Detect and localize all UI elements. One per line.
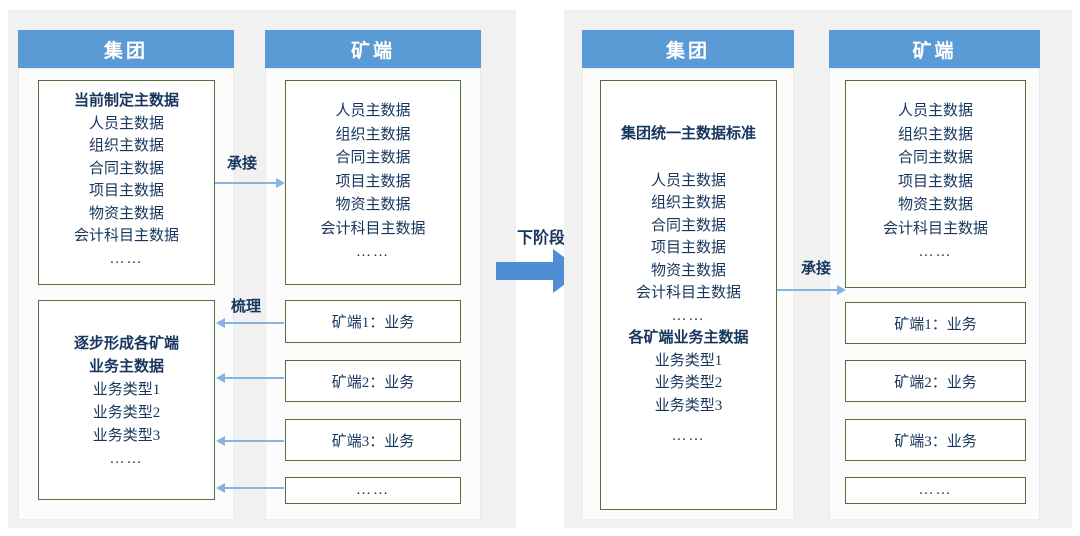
box-item: 业务类型3 [92,428,161,444]
box-item: 人员主数据 [897,103,973,119]
box-title: 业务主数据 [88,359,164,375]
current-master-data-box: 当前制定主数据 人员主数据 组织主数据 合同主数据 项目主数据 物资主数据 会计… [38,80,215,285]
box-item: 合同主数据 [88,160,164,177]
ellipsis-item: …… [671,428,706,444]
box-item: 组织主数据 [88,138,164,154]
box-item: 合同主数据 [335,150,411,166]
mine2-business-box: 矿端2：业务 [845,360,1026,402]
box-item: 业务类型2 [654,375,723,391]
box-item: 会计科目主数据 [635,285,741,301]
box-item: 合同主数据 [650,217,726,234]
box-item: 会计科目主数据 [73,228,179,244]
shuli-arrow-3 [216,436,284,446]
ellipsis-item: …… [109,451,144,467]
business-master-data-box: 逐步形成各矿端 业务主数据 业务类型1 业务类型2 业务类型3 …… [38,300,215,500]
box-item: 人员主数据 [335,103,411,119]
box-item: 物资主数据 [650,262,726,279]
mine2-business-box: 矿端2：业务 [285,360,461,402]
box-item: 物资主数据 [335,197,411,213]
box-item: 会计科目主数据 [882,220,988,237]
box-item: 项目主数据 [897,173,973,190]
mine-column-header: 矿端 [829,30,1040,68]
box-item: 物资主数据 [897,197,973,213]
next-phase-panel: 集团 矿端 集团统一主数据标准 人员主数据 组织主数据 合同主数据 项目主数据 … [564,10,1072,528]
box-item: 业务类型2 [92,405,161,421]
chengjie-arrow-label: 承接 [800,261,831,277]
mine-column-header: 矿端 [265,30,481,68]
mine3-business-box: 矿端3：业务 [845,419,1026,461]
mine3-business-box: 矿端3：业务 [285,419,461,461]
box-subtitle: 各矿端业务主数据 [628,330,749,346]
shuli-arrow-1 [216,318,284,328]
chengjie-arrow [215,178,285,188]
ellipsis-item: …… [109,250,144,267]
mine1-business-box: 矿端1：业务 [285,300,461,343]
box-item: 会计科目主数据 [320,220,426,237]
spacer [601,146,776,170]
box-item: 组织主数据 [897,126,973,143]
current-phase-panel: 集团 矿端 当前制定主数据 人员主数据 组织主数据 合同主数据 项目主数据 物资… [8,10,516,528]
box-item: 人员主数据 [650,172,726,189]
next-stage-arrow [496,249,583,293]
chengjie-arrow [777,285,846,295]
mine-more-business-box: …… [845,477,1026,504]
mine1-business-box: 矿端1：业务 [845,302,1026,344]
box-item: 业务类型1 [654,352,723,369]
box-item: 组织主数据 [650,195,726,211]
box-item: 组织主数据 [335,126,411,143]
ellipsis-item: …… [918,244,953,260]
next-stage-label: 下阶段 [516,230,565,247]
box-title: 当前制定主数据 [73,93,179,109]
chengjie-arrow-label: 承接 [226,156,257,172]
shuli-arrow-4 [216,483,284,493]
ellipsis-item: …… [356,244,390,260]
group-column-header: 集团 [18,30,234,68]
shuli-arrow-2 [216,373,284,383]
mine-master-data-box: 人员主数据 组织主数据 合同主数据 项目主数据 物资主数据 会计科目主数据 …… [845,80,1026,288]
box-item: 项目主数据 [335,173,411,190]
box-title: 集团统一主数据标准 [620,126,756,142]
mine-more-business-box: …… [285,477,461,504]
box-item: 项目主数据 [88,183,164,199]
shuli-arrow-label: 梳理 [230,299,261,315]
group-column-header: 集团 [582,30,794,68]
mine-master-data-box: 人员主数据 组织主数据 合同主数据 项目主数据 物资主数据 会计科目主数据 …… [285,80,461,285]
box-item: 项目主数据 [650,240,726,256]
box-item: 物资主数据 [88,205,164,222]
box-item: 业务类型1 [92,382,161,398]
box-item: 人员主数据 [88,115,164,132]
box-item: 业务类型3 [654,397,723,414]
ellipsis-item: …… [671,307,706,324]
unified-master-standard-box: 集团统一主数据标准 人员主数据 组织主数据 合同主数据 项目主数据 物资主数据 … [600,80,777,510]
box-item: 合同主数据 [897,150,973,166]
box-title: 逐步形成各矿端 [73,336,179,352]
